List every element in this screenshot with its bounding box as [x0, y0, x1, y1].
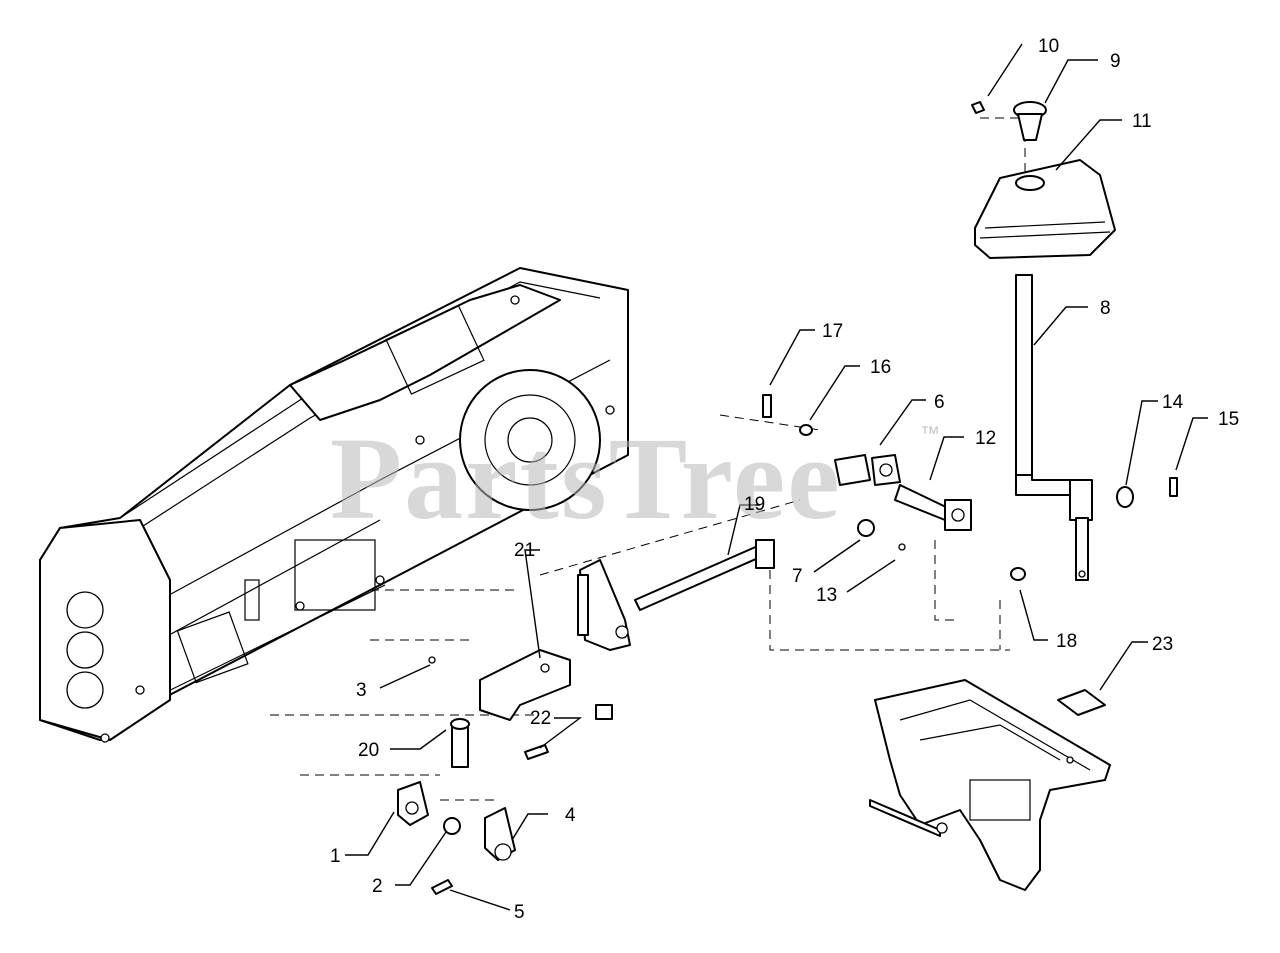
- callout-17: 17: [822, 321, 843, 342]
- callout-6: 6: [934, 392, 945, 413]
- callout-leaders: [345, 43, 1208, 911]
- lever-1: [397, 781, 429, 826]
- lever-4: [484, 807, 516, 861]
- watermark-trademark: ™: [920, 423, 940, 445]
- callout-4: 4: [565, 805, 576, 826]
- callout-21: 21: [514, 540, 535, 561]
- shift-lever: [1015, 274, 1093, 581]
- callout-15: 15: [1218, 409, 1239, 430]
- callout-23: 23: [1152, 634, 1173, 655]
- callout-5: 5: [514, 902, 525, 923]
- callout-13: 13: [816, 585, 837, 606]
- callout-labels: 10 9 11 8 17 16 6 12 14 15 19 7 13 18 21…: [330, 36, 1239, 923]
- callout-8: 8: [1100, 298, 1111, 319]
- shift-knob: [1013, 101, 1047, 141]
- shift-rod-19: [634, 539, 775, 611]
- callout-10: 10: [1038, 36, 1059, 57]
- washer-2: [443, 817, 461, 835]
- transaxle-housing: [39, 267, 629, 743]
- callout-18: 18: [1056, 631, 1077, 652]
- bracket-6: [834, 454, 901, 486]
- callout-16: 16: [870, 357, 891, 378]
- shift-arm-bracket: [577, 559, 631, 651]
- callout-14: 14: [1162, 392, 1184, 413]
- callout-1: 1: [330, 846, 341, 867]
- callout-7: 7: [792, 566, 803, 587]
- fender-shroud: [869, 679, 1111, 891]
- callout-3: 3: [356, 680, 367, 701]
- callout-20: 20: [358, 740, 379, 761]
- pin-5: [431, 879, 453, 895]
- callout-19: 19: [744, 494, 765, 515]
- callout-22: 22: [530, 708, 551, 729]
- shift-link-12: [894, 484, 972, 531]
- small-screw-10: [971, 101, 985, 114]
- shift-boot: [974, 159, 1116, 259]
- plate-23: [1057, 689, 1106, 716]
- watermark: PartsTree: [330, 413, 842, 544]
- callout-9: 9: [1110, 51, 1121, 72]
- pivot-20: [450, 718, 470, 768]
- pin-22: [524, 744, 549, 760]
- callout-2: 2: [372, 876, 383, 897]
- bracket-21: [479, 649, 571, 721]
- callout-12: 12: [975, 428, 996, 449]
- small-hardware: [428, 394, 1178, 720]
- callout-11: 11: [1132, 111, 1152, 132]
